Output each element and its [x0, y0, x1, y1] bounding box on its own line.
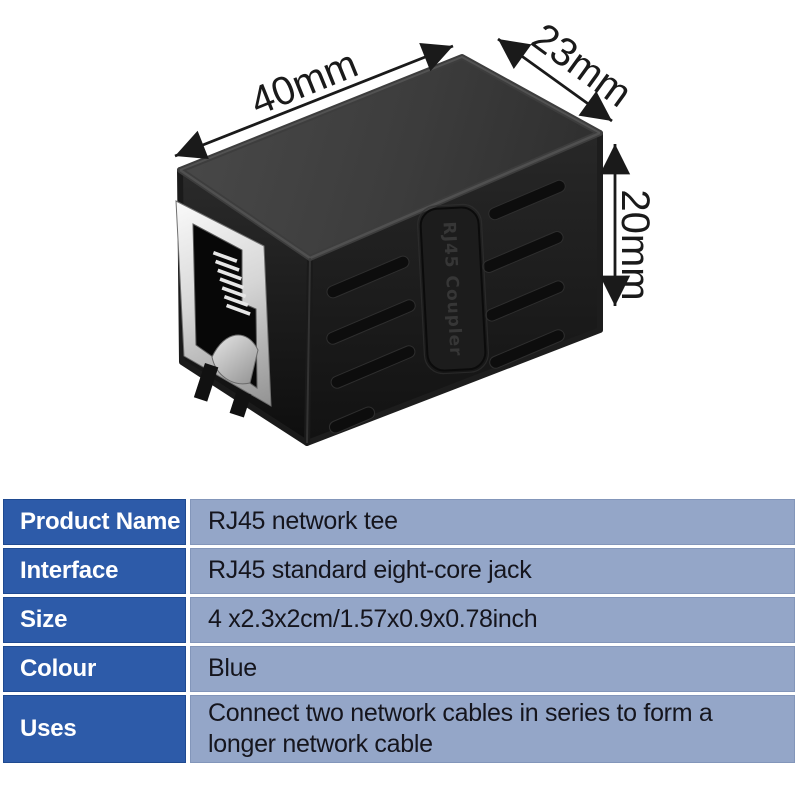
- spec-label: Product Name: [20, 508, 181, 535]
- rib-slot: [330, 345, 416, 389]
- rj45-port: [175, 200, 272, 418]
- rib-slot: [489, 329, 565, 369]
- spec-label-cell: Interface: [3, 548, 186, 594]
- spec-label: Colour: [20, 655, 97, 682]
- rj45-latch: [211, 334, 259, 385]
- coupler-label-plate: RJ45 Coupler: [417, 203, 489, 375]
- spec-value: Blue: [208, 654, 257, 683]
- spec-label-cell: Colour: [3, 646, 186, 692]
- spec-value-cell: RJ45 network tee: [190, 499, 795, 545]
- spec-value-cell: Connect two network cables in series to …: [190, 695, 795, 763]
- spec-table: Product Name RJ45 network tee Interface …: [3, 499, 795, 763]
- spec-label-cell: Uses: [3, 695, 186, 763]
- spec-label-cell: Size: [3, 597, 186, 643]
- spec-value-cell: Blue: [190, 646, 795, 692]
- rib-slot: [328, 406, 376, 434]
- spec-value-cell: RJ45 standard eight-core jack: [190, 548, 795, 594]
- rib-slot: [488, 179, 566, 221]
- rj45-bottom-slots: [193, 363, 252, 418]
- spec-label: Size: [20, 606, 68, 633]
- spec-value-cell: 4 x2.3x2cm/1.57x0.9x0.78inch: [190, 597, 795, 643]
- spec-label: Interface: [20, 557, 119, 584]
- product-photo: RJ45 Coupler 4: [174, 15, 657, 446]
- rj45-pins: [212, 251, 251, 316]
- spec-label: Uses: [20, 715, 77, 742]
- spec-value: 4 x2.3x2cm/1.57x0.9x0.78inch: [208, 605, 538, 634]
- box-corner-edge: [306, 257, 311, 444]
- dimension-label-20mm: 20mm: [613, 189, 657, 300]
- spec-label-cell: Product Name: [3, 499, 186, 545]
- spec-value: RJ45 network tee: [208, 507, 398, 536]
- rib-slot: [326, 255, 410, 299]
- spec-value: RJ45 standard eight-core jack: [208, 556, 532, 585]
- side-ribs: [326, 179, 566, 434]
- rib-slot: [326, 299, 416, 345]
- dimension-arrow-20mm: 20mm: [599, 144, 657, 306]
- spec-value: Connect two network cables in series to …: [208, 698, 713, 758]
